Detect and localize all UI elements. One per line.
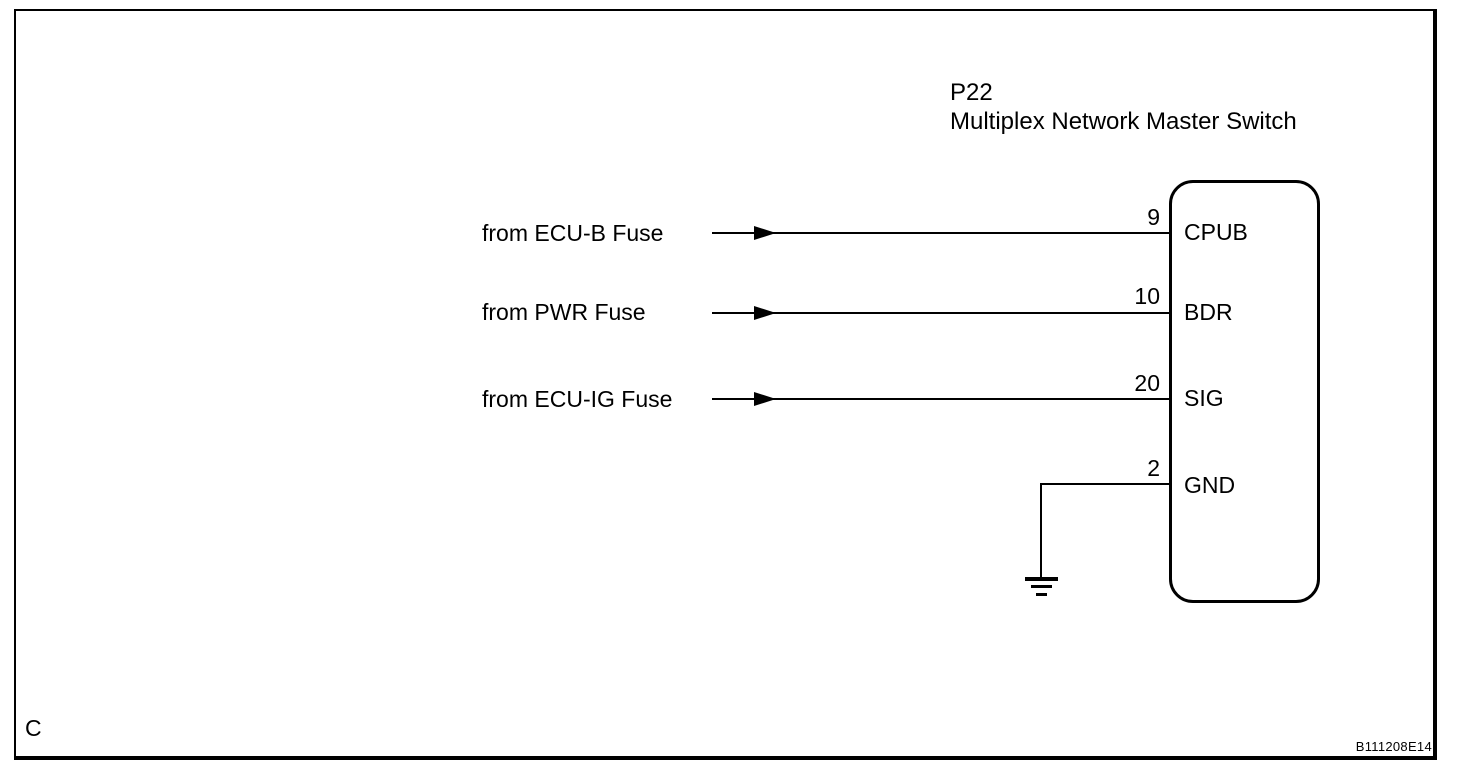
corner-label: C [25, 715, 42, 741]
diagram-border [14, 9, 1437, 760]
figure-code: B111208E14 [1355, 739, 1432, 754]
connector-name: Multiplex Network Master Switch [950, 108, 1297, 135]
arrow-right-icon [754, 226, 776, 240]
connector-title: P22 Multiplex Network Master Switch [950, 78, 1297, 136]
source-label-ecu-b-fuse: from ECU-B Fuse [482, 220, 664, 246]
pin-number-2: 2 [1147, 455, 1160, 481]
wire-pin-2-ground [1040, 483, 1169, 485]
pin-label-bdr: BDR [1184, 299, 1233, 325]
wire-pin-10 [712, 312, 1169, 314]
arrow-right-icon [754, 306, 776, 320]
pin-number-10: 10 [1134, 283, 1160, 309]
wire-ground-drop [1040, 483, 1042, 579]
pin-number-9: 9 [1147, 204, 1160, 230]
arrow-right-icon [754, 392, 776, 406]
connector-box: CPUB BDR SIG GND [1169, 180, 1320, 603]
pin-number-20: 20 [1134, 370, 1160, 396]
ground-bar-1 [1025, 577, 1058, 581]
wire-pin-20 [712, 398, 1169, 400]
source-label-pwr-fuse: from PWR Fuse [482, 299, 646, 325]
source-label-ecu-ig-fuse: from ECU-IG Fuse [482, 386, 673, 412]
wire-pin-9 [712, 232, 1169, 234]
pin-label-sig: SIG [1184, 385, 1224, 411]
connector-id: P22 [950, 79, 993, 106]
pin-label-gnd: GND [1184, 472, 1236, 498]
pin-label-cpub: CPUB [1184, 219, 1248, 245]
ground-bar-2 [1031, 585, 1052, 588]
ground-bar-3 [1036, 593, 1047, 596]
